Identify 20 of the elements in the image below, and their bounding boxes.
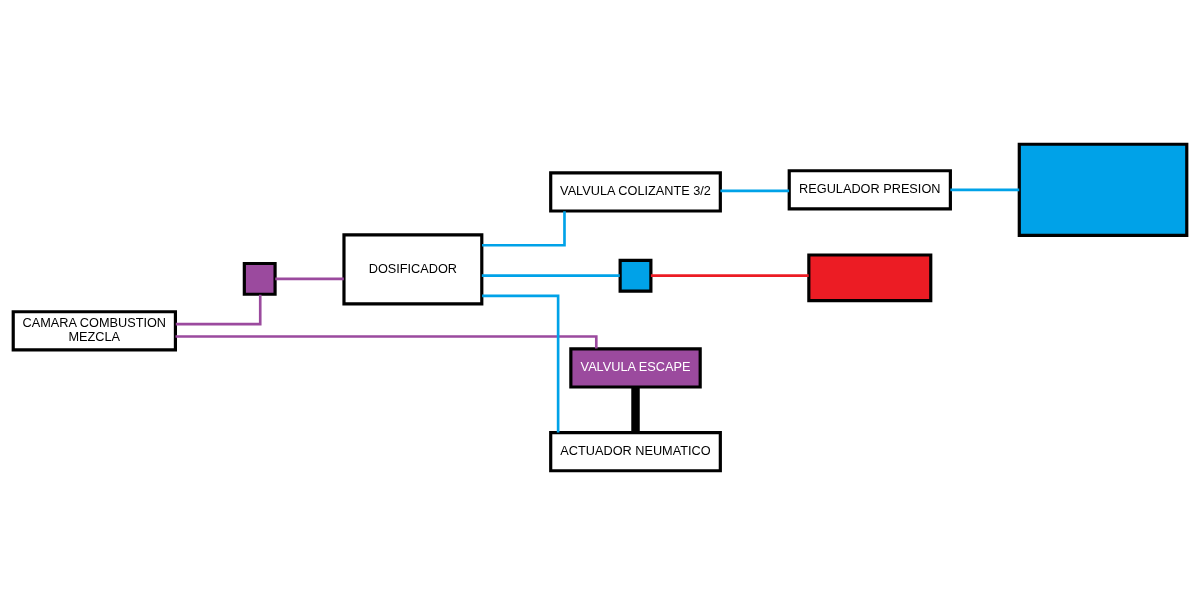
node-box: REGULADOR PRESION [787,168,952,210]
connector [482,210,566,247]
connector [175,294,262,325]
connector [650,273,809,277]
node-box: VALVULA ESCAPE [569,346,702,389]
connector [175,334,598,349]
node-box [618,258,653,293]
connector [720,189,790,192]
node-box: CAMARA COMBUSTION MEZCLA [11,309,177,351]
connector [631,386,640,432]
node-box [1017,142,1189,237]
node-box [242,261,277,296]
connector [950,188,1020,191]
node-box [807,252,933,302]
connector [482,294,560,433]
node-box: ACTUADOR NEUMATICO [549,430,722,472]
node-box: VALVULA COLIZANTE 3/2 [549,170,722,213]
node-box: DOSIFICADOR [342,232,484,305]
connector [481,273,620,277]
connector [275,277,344,280]
